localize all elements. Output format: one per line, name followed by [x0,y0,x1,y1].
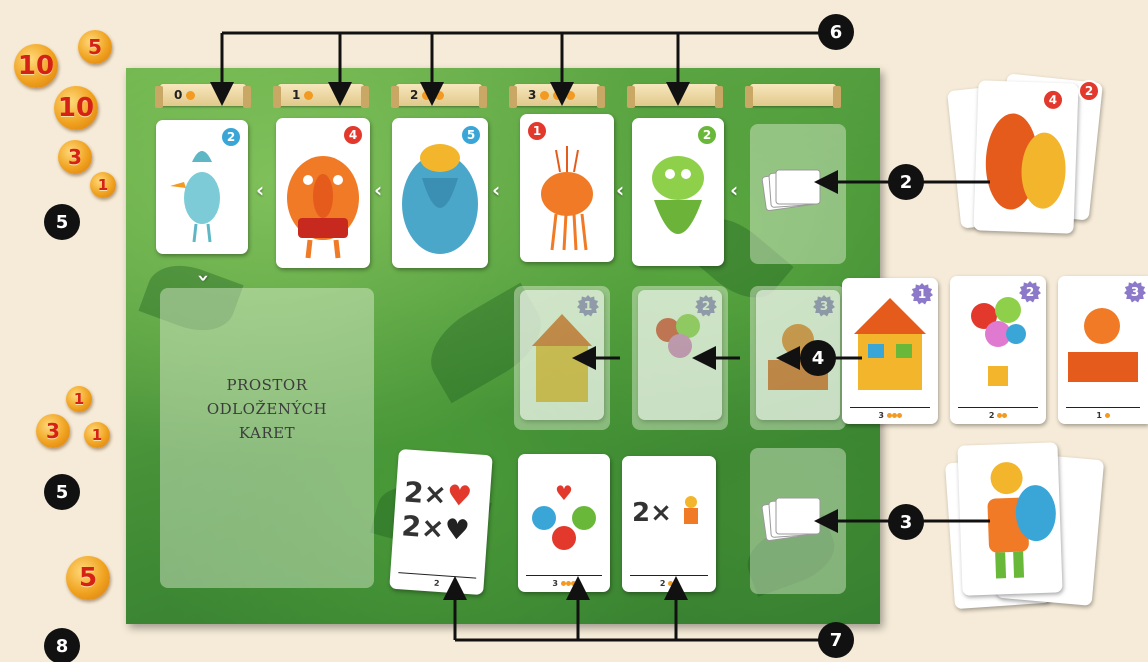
monster-card[interactable]: 2 [156,120,248,254]
coin-1: 1 [90,172,116,198]
coin-total-marker: 5 [44,204,80,240]
building-card[interactable]: 2 2 [950,276,1046,424]
value-badge: 5 [460,124,482,146]
monster-card[interactable]: 5 [392,118,488,268]
value-badge: 2 [696,124,718,146]
value-badge: 2 [220,126,242,148]
bonus-card-hearts[interactable]: 2×♥ 2×♥ 2 [389,449,493,595]
bonus-card-tourist[interactable]: 2× 2 [622,456,716,592]
card-stack-icon [750,124,846,264]
coin-3: 3 [58,140,92,174]
discard-area-label: PROSTOR ODLOŽENÝCH KARET [160,373,374,445]
monster-deck-slot[interactable] [750,124,846,264]
game-board: 0 1 2 3 2 ‹ 4 ‹ 5 [126,68,880,624]
coin-3: 3 [36,414,70,448]
column-cost-banner [632,84,718,106]
value-badge: 4 [342,124,364,146]
coin-10: 10 [14,44,58,88]
card-cost: 2 [622,579,716,588]
callout-marker: 7 [818,622,854,658]
coin-5: 5 [78,30,112,64]
card-stack-icon [750,448,846,594]
card-cost: 2 [950,411,1046,420]
monster-card[interactable]: 4 [276,118,370,268]
coin-5: 5 [66,556,110,600]
value-badge: 1 [526,120,548,142]
tourist-deck-top-card [957,442,1062,595]
column-cost-banner: 1 [278,84,364,106]
coin-total-marker: 8 [44,628,80,662]
card-cost: 1 [1058,411,1148,420]
coin-1: 1 [66,386,92,412]
coin-10: 10 [54,86,98,130]
callout-marker: 3 [888,504,924,540]
value-badge: 2 [1078,80,1100,102]
callout-marker: 2 [888,164,924,200]
building-card[interactable]: 2 [638,290,722,420]
building-card[interactable]: 1 3 [842,278,938,424]
color-circles-icon: ♥ [518,454,610,564]
callout-marker: 4 [800,340,836,376]
coin-1: 1 [84,422,110,448]
svg-text:♥: ♥ [555,481,573,505]
monster-card[interactable]: 1 [520,114,614,262]
column-cost-banner: 0 [160,84,246,106]
bonus-card-colors[interactable]: ♥ 3 [518,454,610,592]
monster-deck-top-card: 4 [973,80,1078,233]
monster-card[interactable]: 2 [632,118,724,266]
column-cost-banner: 2 [396,84,482,106]
card-cost: 3 [842,411,938,420]
card-cost: 3 [518,579,610,588]
tourist-icon [957,442,1062,595]
column-cost-banner [750,84,836,106]
tourist-icon [676,494,706,534]
callout-marker: 6 [818,14,854,50]
tourist-deck-slot[interactable] [750,448,846,594]
building-card[interactable]: 1 [520,290,604,420]
coin-total-marker: 5 [44,474,80,510]
building-card[interactable]: 3 1 [1058,276,1148,424]
column-cost-banner: 3 [514,84,600,106]
